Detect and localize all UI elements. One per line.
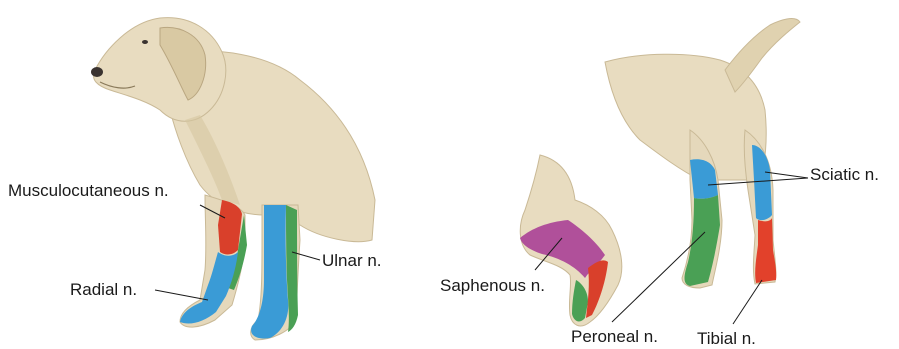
peroneal-label: Peroneal n. [571,328,658,345]
musculocutaneous-label: Musculocutaneous n. [8,182,169,199]
forelimb-dog-nose [91,67,103,77]
forelimb-dog-eye [142,40,148,44]
hindlimb-dog-figure [520,19,800,326]
radial-label: Radial n. [70,281,137,298]
right-leg-radial-region [251,205,288,339]
musculocutaneous-nerve-region [218,200,242,254]
sciatic-label: Sciatic n. [810,166,879,183]
tibial-label: Tibial n. [697,330,756,347]
tibial-leader [733,280,762,324]
ulnar-label: Ulnar n. [322,252,382,269]
radial-leader [155,290,208,300]
hindlimb-dog-tail [725,19,800,92]
saphenous-label: Saphenous n. [440,277,545,294]
